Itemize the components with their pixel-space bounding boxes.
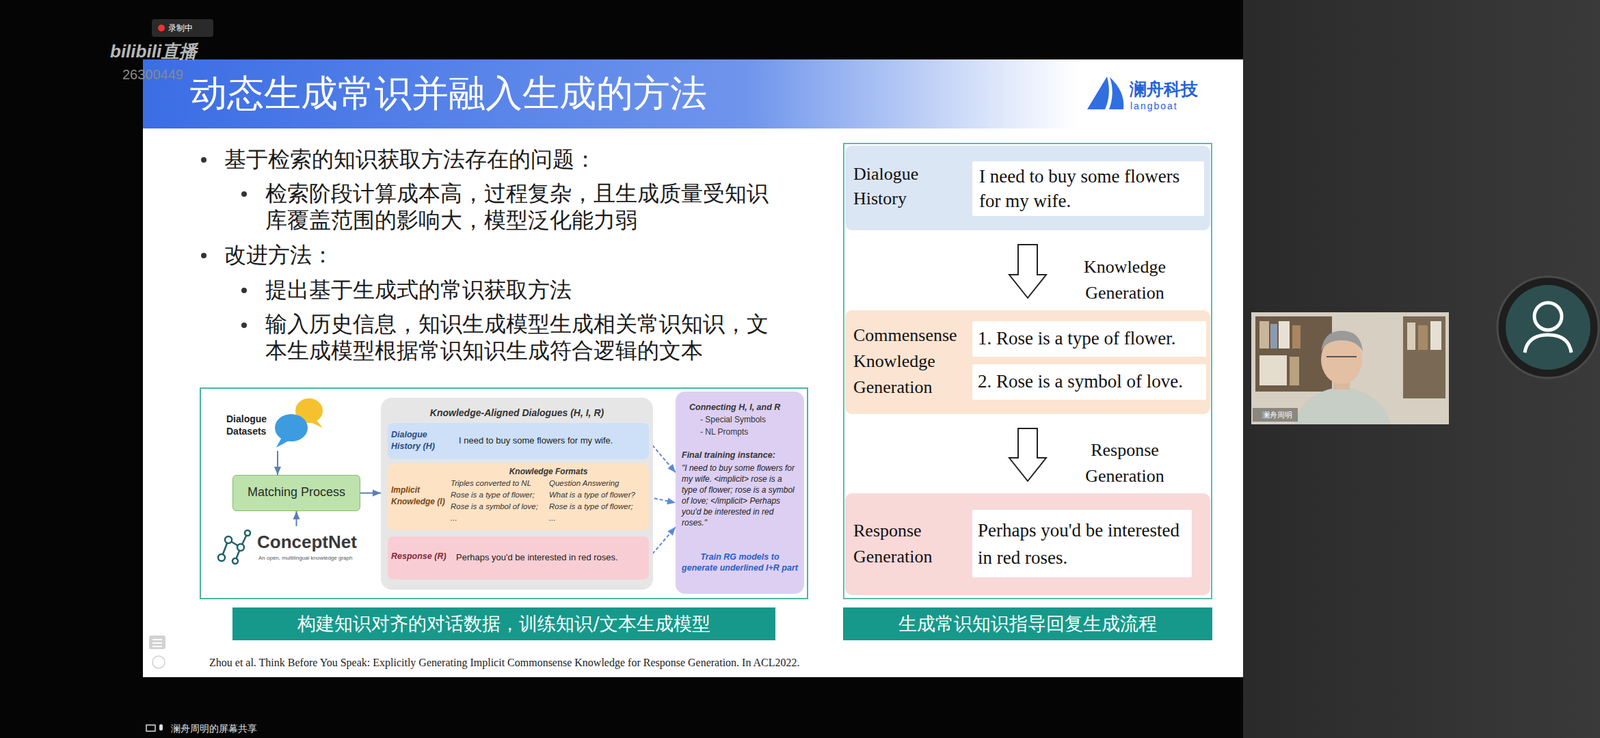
content-text: 1. Rose is a type of flower. bbox=[977, 326, 1176, 351]
connector-arrow bbox=[1009, 244, 1047, 299]
content-text: 2. Rose is a symbol of love. bbox=[977, 369, 1183, 394]
knowledge-band: Implicit Knowledge (I)Knowledge FormatsT… bbox=[387, 464, 649, 531]
stage-band: Commensense Knowledge Generation 1. Rose … bbox=[845, 310, 1211, 415]
edge-label: Response Generation bbox=[1073, 437, 1177, 490]
avatar-icon bbox=[1497, 276, 1599, 379]
block-arrow bbox=[1009, 244, 1047, 299]
dataset-label: Dialogue Datasets bbox=[226, 412, 272, 438]
connector-arrow bbox=[360, 490, 381, 498]
format-cell: ... bbox=[450, 514, 458, 523]
response-band: Response (R) Perhaps you'd be interested … bbox=[387, 536, 649, 580]
edge-label: Knowledge Generation bbox=[1073, 254, 1177, 307]
arrow-head bbox=[274, 467, 282, 476]
diagram-panel: 构建知识对齐的对话数据，训练知识/文本生成模型Dialogue Datasets… bbox=[199, 387, 809, 600]
share-status: 澜舟周明的屏幕共享 bbox=[170, 723, 258, 736]
logo-subtitle: An open, multilingual knowledge graph bbox=[258, 555, 353, 563]
list-item: - NL Prompts bbox=[700, 427, 749, 437]
arrow-head bbox=[372, 490, 381, 498]
box-heading: Connecting H, I, and R bbox=[689, 402, 781, 413]
stage-label: Response Generation bbox=[853, 518, 956, 571]
band-label: Response (R) bbox=[391, 551, 447, 562]
arrow-head bbox=[667, 464, 676, 473]
band-text: Perhaps you'd be interested in red roses… bbox=[456, 552, 619, 563]
format-cell: What is a type of flower? bbox=[549, 490, 636, 500]
process-label: Matching Process bbox=[233, 475, 360, 509]
training-example: "I need to buy some flowers for my wife.… bbox=[681, 462, 798, 529]
format-cell: Rose is a type of flower; bbox=[549, 502, 634, 511]
stage-band: Dialogue History I need to buy some flowe… bbox=[845, 145, 1211, 231]
content-box: 1. Rose is a type of flower. bbox=[972, 321, 1207, 357]
caption-bar: 生成常识知识指导回复生成流程 bbox=[843, 607, 1213, 641]
content-box: 2. Rose is a symbol of love. bbox=[972, 364, 1207, 400]
band-label: Dialogue History (H) bbox=[391, 429, 446, 453]
arrow-head bbox=[666, 497, 676, 505]
format-cell: Rose is a symbol of love; bbox=[450, 502, 539, 511]
box-note: Train RG models to generate underlined I… bbox=[681, 551, 798, 574]
stage-label: Commensense Knowledge Generation bbox=[853, 322, 970, 401]
knowledge-graph-node: ConceptNet An open, multilingual knowledg… bbox=[217, 526, 372, 578]
arrow-head bbox=[293, 511, 301, 520]
speech-bubbles-icon bbox=[274, 398, 323, 448]
citation: Zhou et al. Think Before You Speak: Expl… bbox=[209, 657, 800, 670]
side-panel bbox=[1243, 0, 1600, 738]
history-band: Dialogue History (H) I need to buy some f… bbox=[387, 423, 649, 460]
content-box: Perhaps you'd be interested in red roses… bbox=[972, 510, 1192, 578]
recording-badge bbox=[151, 19, 214, 37]
connector-arrow bbox=[274, 451, 282, 476]
slide-title: 动态生成常识并融入生成的方法 bbox=[190, 72, 708, 115]
format-cell: ... bbox=[549, 514, 556, 523]
slide bbox=[142, 59, 1244, 678]
connector-arrow bbox=[1009, 428, 1047, 482]
stage-label: Dialogue History bbox=[853, 162, 950, 212]
group-heading: Knowledge-Aligned Dialogues (H, I, R) bbox=[380, 407, 653, 419]
recording-label: 录制中 bbox=[168, 22, 193, 35]
bullet-text: 基于检索的知识获取方法存在的问题： bbox=[224, 146, 597, 173]
box-subheading: Final training instance: bbox=[681, 450, 776, 461]
company-logo bbox=[1087, 76, 1124, 110]
dataset-node: Dialogue Datasets bbox=[222, 396, 323, 452]
format-cell: Triples converted to NL bbox=[450, 479, 532, 488]
format-heading: Knowledge Formats bbox=[450, 467, 647, 477]
group-box: Knowledge-Aligned Dialogues (H, I, R) Dia… bbox=[380, 397, 653, 591]
share-icons bbox=[146, 724, 163, 732]
block-arrow bbox=[1009, 428, 1047, 482]
title-band bbox=[142, 59, 1244, 129]
connector-arrow bbox=[293, 511, 301, 527]
band-text: I need to buy some flowers for my wife. bbox=[458, 435, 613, 446]
bullet-text: 输入历史信息，知识生成模型生成相关常识知识，文本生成模型根据常识知识生成符合逻辑… bbox=[265, 311, 785, 365]
content-text: Perhaps you'd be interested in red roses… bbox=[977, 516, 1187, 572]
content-box: I need to buy some flowers for my wife. bbox=[972, 161, 1205, 217]
band-label: Implicit Knowledge (I) bbox=[391, 484, 450, 509]
format-cell: Question Answering bbox=[549, 479, 620, 488]
bullet-text: 改进方法： bbox=[224, 242, 334, 269]
logo-subtext: langboat bbox=[1130, 100, 1179, 112]
bullet-text: 提出基于生成式的常识获取方法 bbox=[265, 276, 572, 304]
watermark: bilibili直播 bbox=[110, 39, 197, 64]
logo-text: 澜舟科技 bbox=[1129, 77, 1198, 101]
list-item: - Special Symbols bbox=[700, 415, 766, 425]
webcam-video bbox=[1251, 312, 1449, 425]
training-box: Connecting H, I, and R - Special Symbols -… bbox=[675, 391, 805, 595]
slide-toolbar bbox=[149, 635, 166, 669]
stage-band: Response Generation Perhaps you'd be inte… bbox=[845, 493, 1211, 596]
room-number: 26300449 bbox=[122, 67, 184, 83]
conceptnet-icon bbox=[218, 530, 251, 565]
webcam-name: 澜舟周明 bbox=[1262, 410, 1293, 421]
bullet-text: 检索阶段计算成本高，过程复杂，且生成质量受知识库覆盖范围的影响大，模型泛化能力弱 bbox=[265, 180, 785, 234]
logo-name: ConceptNet bbox=[257, 531, 357, 553]
flow-panel: 生成常识知识指导回复生成流程Dialogue HistoryI need to … bbox=[843, 142, 1213, 600]
content-text: I need to buy some flowers for my wife. bbox=[979, 164, 1200, 214]
format-cell: Rose is a type of flower; bbox=[450, 490, 535, 500]
arrow-head bbox=[667, 527, 676, 536]
process-box: Matching Process bbox=[232, 475, 361, 512]
caption-bar: 构建知识对齐的对话数据，训练知识/文本生成模型 bbox=[232, 607, 776, 641]
